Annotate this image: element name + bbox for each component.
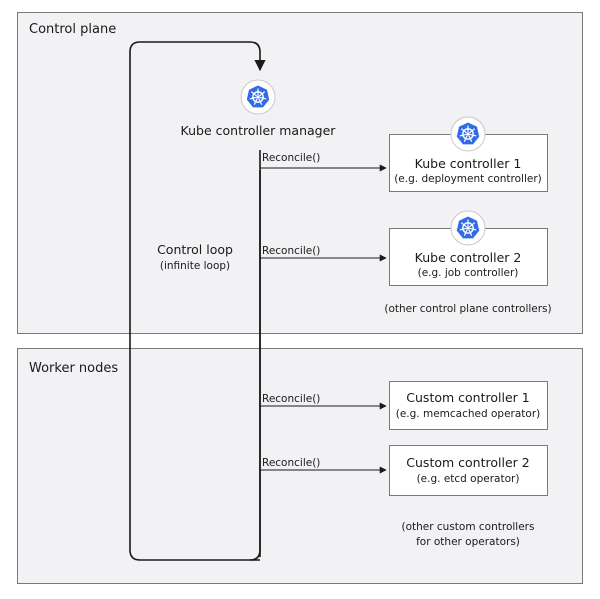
controller-title: Custom controller 2 (406, 455, 529, 470)
control-loop-title: Control loop (157, 242, 233, 257)
custom-controller-2-box: Custom controller 2 (e.g. etcd operator) (389, 445, 548, 496)
kubernetes-icon (450, 210, 486, 246)
reconcile-label: Reconcile() (262, 457, 320, 469)
controller-subtitle: (e.g. etcd operator) (417, 473, 520, 485)
manager-label: Kube controller manager (181, 123, 337, 138)
reconcile-edge-4: Reconcile() (260, 457, 387, 474)
kube-controller-2-box: Kube controller 2 (e.g. job controller) (389, 210, 548, 286)
kube-controller-1-box: Kube controller 1 (e.g. deployment contr… (389, 116, 548, 192)
control-loop-right-edge (249, 150, 261, 561)
worker-note-line-1: (other custom controllers (402, 521, 535, 533)
control-plane-note: (other control plane controllers) (384, 303, 551, 315)
reconcile-edge-1: Reconcile() (260, 152, 387, 172)
controller-title: Kube controller 2 (415, 250, 522, 265)
controller-subtitle: (e.g. job controller) (418, 267, 519, 279)
custom-controller-1-box: Custom controller 1 (e.g. memcached oper… (389, 381, 548, 430)
reconcile-label: Reconcile() (262, 245, 320, 257)
reconcile-label: Reconcile() (262, 152, 320, 164)
reconcile-label: Reconcile() (262, 393, 320, 405)
control-plane-label: Control plane (29, 22, 116, 37)
control-loop-subtitle: (infinite loop) (160, 260, 230, 272)
worker-note-line-2: for other operators) (416, 536, 520, 548)
reconcile-edge-3: Reconcile() (260, 393, 387, 410)
controller-title: Custom controller 1 (406, 390, 529, 405)
controller-subtitle: (e.g. memcached operator) (396, 408, 541, 420)
kubernetes-icon (240, 79, 276, 115)
kubernetes-icon (450, 116, 486, 152)
reconcile-edge-2: Reconcile() (260, 245, 387, 262)
worker-nodes-label: Worker nodes (29, 361, 118, 376)
controller-subtitle: (e.g. deployment controller) (394, 173, 542, 185)
controller-title: Kube controller 1 (415, 156, 522, 171)
